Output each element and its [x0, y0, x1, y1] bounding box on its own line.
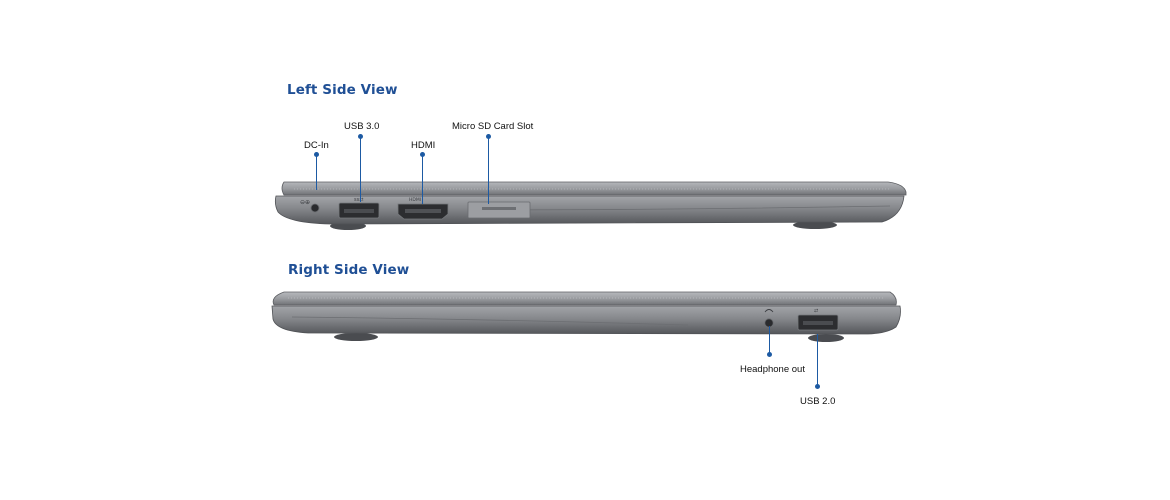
rubber-foot [334, 333, 378, 341]
callout-dot [358, 134, 363, 139]
left-side-laptop: ⊖⊕ ss⇄ HDMI [274, 181, 907, 230]
usb3-port: ss⇄ [338, 197, 380, 219]
headphone-out-label: Headphone out [740, 364, 805, 375]
callout-dot [815, 384, 820, 389]
right-side-view-title: Right Side View [288, 262, 410, 278]
base [271, 305, 901, 335]
callout-dot [767, 352, 772, 357]
leader-line [422, 154, 423, 204]
leader-line [488, 136, 489, 204]
usb3-label: USB 3.0 [344, 121, 380, 132]
usb2-label: USB 2.0 [800, 396, 836, 407]
hdmi-port: HDMI [397, 197, 449, 220]
leader-line [769, 326, 770, 354]
leader-line [316, 154, 317, 190]
rubber-foot [808, 334, 844, 342]
lid [281, 181, 907, 196]
lid [272, 291, 897, 306]
svg-text:ss⇄: ss⇄ [354, 197, 363, 203]
leader-line [817, 334, 818, 386]
dc-in-label: DC-In [304, 140, 329, 151]
callout-dot [420, 152, 425, 157]
svg-text:⇄: ⇄ [814, 308, 818, 314]
callout-dot [486, 134, 491, 139]
hdmi-label: HDMI [411, 140, 436, 151]
rubber-foot [793, 221, 837, 229]
usb2-port: ⇄ [797, 308, 839, 331]
headphone-jack [764, 309, 774, 328]
micro-sd-slot [467, 201, 531, 219]
svg-text:⊖⊕: ⊖⊕ [300, 199, 310, 206]
leader-line [360, 136, 361, 202]
dc-in-port: ⊖⊕ [300, 199, 320, 213]
left-side-view-title: Left Side View [287, 82, 398, 98]
right-side-laptop: ⇄ [271, 291, 901, 342]
svg-text:HDMI: HDMI [409, 197, 421, 203]
micro-sd-label: Micro SD Card Slot [452, 121, 534, 132]
callout-dot [314, 152, 319, 157]
